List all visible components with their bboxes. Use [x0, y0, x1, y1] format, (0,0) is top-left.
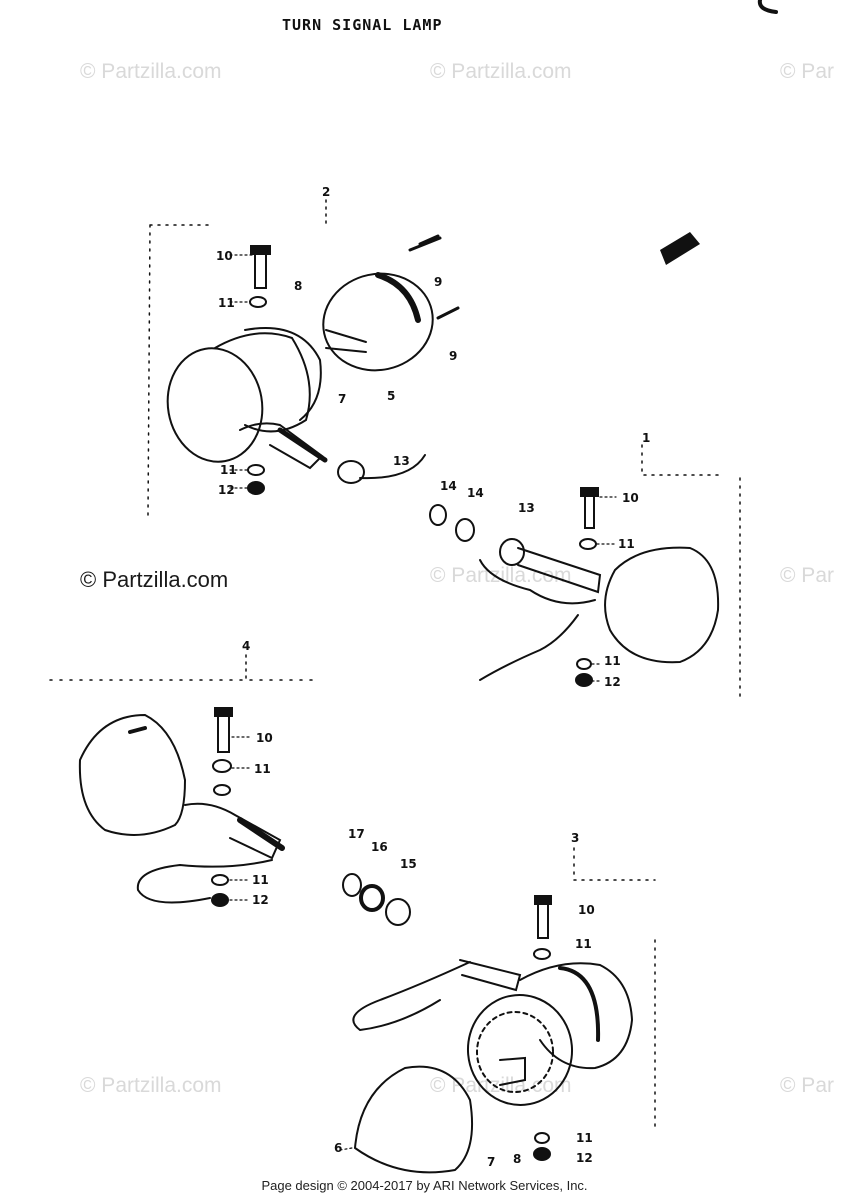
leader-lines: [229, 254, 617, 1151]
part-label-5: 5: [387, 389, 395, 403]
watermark-main: © Partzilla.com: [80, 567, 229, 592]
part-label-10: 10: [256, 731, 273, 745]
part-label-10: 10: [216, 249, 233, 263]
part-number-labels: 1 2 3 4 5 6 7 7 8 8 9 9 10 10 10 10 11 1…: [216, 185, 650, 1169]
part-label-8: 8: [294, 279, 302, 293]
part-label-16: 16: [371, 840, 388, 854]
lamp-assembly-1: [479, 487, 720, 687]
watermark: © Partzilla.com: [80, 60, 222, 83]
watermark: © Partzilla.com: [80, 1074, 222, 1097]
part-label-4: 4: [242, 639, 250, 653]
part-label-2: 2: [322, 185, 330, 199]
part-label-11: 11: [575, 937, 592, 951]
part-label-7: 7: [338, 392, 346, 406]
part-label-17: 17: [348, 827, 365, 841]
watermark: © Par: [780, 60, 834, 83]
part-label-13: 13: [393, 454, 410, 468]
part-label-8b: 8: [513, 1152, 521, 1166]
part-label-11: 11: [252, 873, 269, 887]
part-label-13b: 13: [518, 501, 535, 515]
part-label-12: 12: [576, 1151, 593, 1165]
lamp-assembly-3: [352, 895, 634, 1174]
part-label-11: 11: [576, 1131, 593, 1145]
part-label-7b: 7: [487, 1155, 495, 1169]
part-label-11: 11: [254, 762, 271, 776]
part-label-12: 12: [252, 893, 269, 907]
watermark: © Par: [780, 564, 834, 587]
watermark: © Partzilla.com: [430, 60, 572, 83]
part-label-10: 10: [622, 491, 639, 505]
part-label-14: 14: [440, 479, 457, 493]
page-title: TURN SIGNAL LAMP: [282, 16, 443, 34]
part-label-14b: 14: [467, 486, 484, 500]
lamp-assembly-4: [78, 707, 411, 926]
part-label-12: 12: [604, 675, 621, 689]
part-label-12: 12: [218, 483, 235, 497]
part-label-15: 15: [400, 857, 417, 871]
part-label-11: 11: [220, 463, 237, 477]
part-label-11: 11: [218, 296, 235, 310]
arrow-icon: [660, 232, 700, 265]
part-label-11: 11: [604, 654, 621, 668]
group-bracket: [147, 224, 211, 516]
part-label-10: 10: [578, 903, 595, 917]
watermark: © Par: [780, 1074, 834, 1097]
corner-mark: [757, 0, 778, 14]
part-label-6: 6: [334, 1141, 342, 1155]
part-label-11: 11: [618, 537, 635, 551]
lamp-assembly-2: [166, 234, 475, 542]
watermark: © Partzilla.com: [430, 564, 572, 587]
copyright-footer: Page design © 2004-2017 by ARI Network S…: [261, 1178, 588, 1193]
part-label-3: 3: [571, 831, 579, 845]
part-label-1: 1: [642, 431, 650, 445]
part-label-9: 9: [434, 275, 442, 289]
part-label-9b: 9: [449, 349, 457, 363]
